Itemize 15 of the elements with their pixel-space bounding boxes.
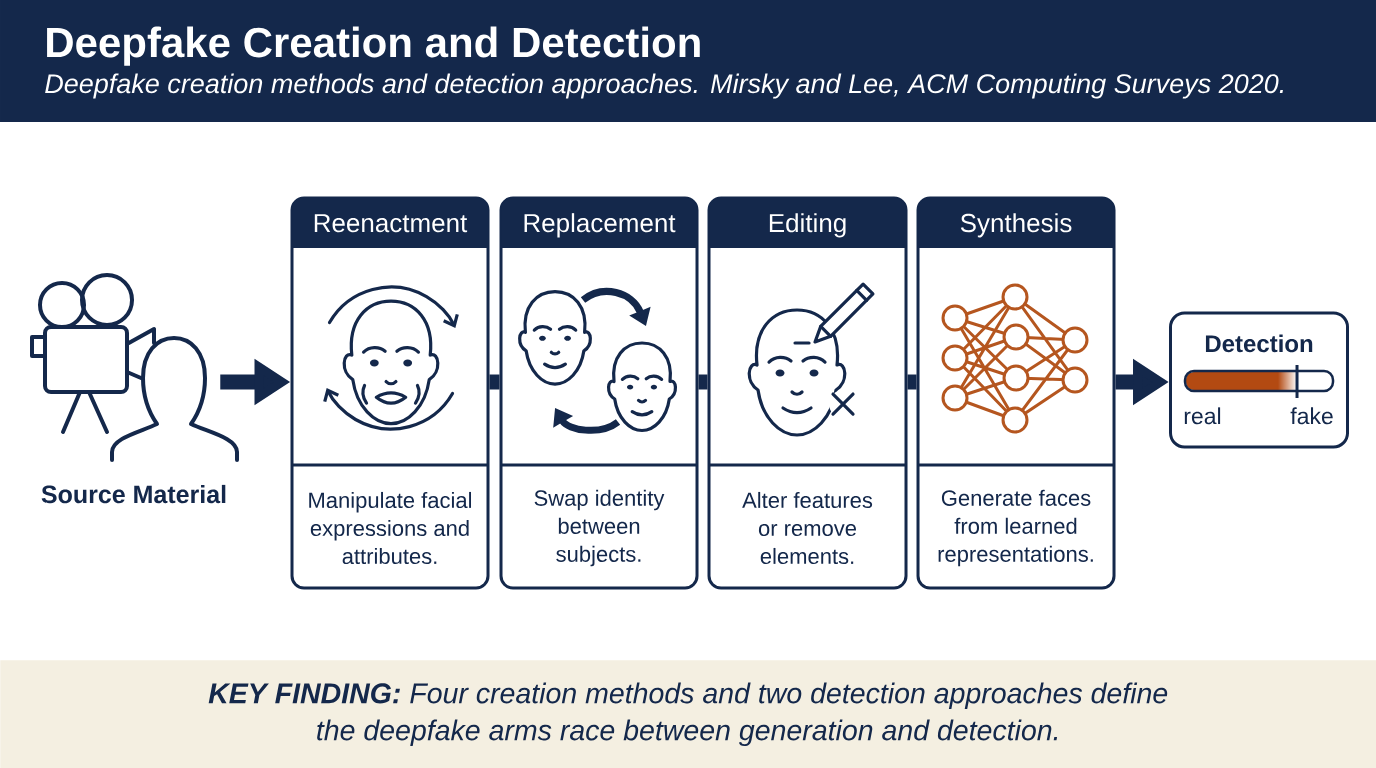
card-description: Manipulate facial expressions and attributes. [309, 491, 472, 565]
node-label: Source Material [41, 484, 226, 504]
subtitle: Deepfake creation methods and detection approaches. Mirsky and Lee, ACM Computing Surveys 2020. [45, 73, 1283, 99]
card-header: Replacement [501, 198, 697, 248]
card-header: Synthesis [918, 198, 1114, 248]
scale-label: real [1184, 407, 1221, 425]
box-title: Detection [1205, 334, 1313, 353]
card-description: Alter features or remove elements. [742, 491, 873, 565]
scale-label: fake [1290, 407, 1333, 425]
key-finding-banner: KEY FINDING: Four creation methods and two detection approaches define the deepfake arms race between generation and detection. [0, 660, 1376, 768]
card-header: Reenactment [292, 198, 488, 248]
title: Deepfake Creation and Detection [47, 26, 700, 66]
card-description: Swap identity between subjects. [534, 489, 665, 567]
card-description: Generate faces from learned representations. [938, 489, 1093, 567]
card-header: Editing [709, 198, 906, 248]
